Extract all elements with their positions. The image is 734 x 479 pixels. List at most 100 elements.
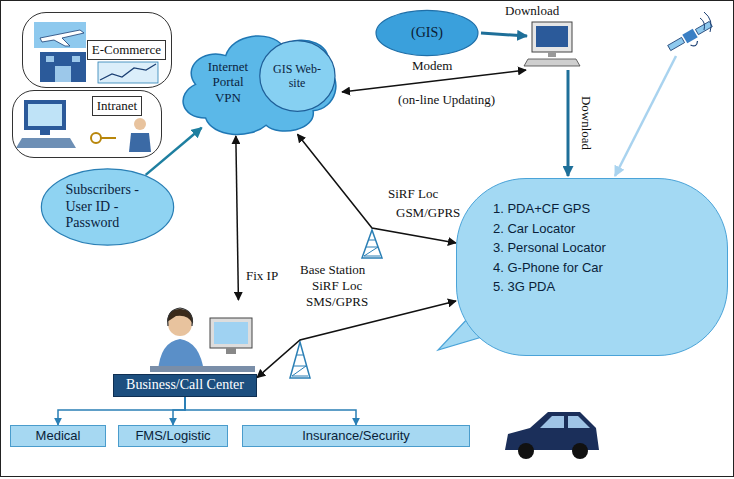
node-label: Internet Portal VPN — [198, 59, 258, 106]
ellipse-shape — [259, 41, 334, 112]
tower-lattice — [296, 355, 304, 356]
annotation-label: (on-line Updating) — [398, 92, 495, 108]
service-box: Medical — [10, 425, 106, 447]
annotation-label: Download — [578, 96, 594, 150]
annotation-label: Base Station — [300, 262, 365, 278]
node-label: Insurance/Security — [302, 428, 410, 444]
ellipse-node: Subscribers -User ID -Password — [40, 168, 175, 246]
download-arrow — [481, 33, 527, 36]
boxed-label: Intranet — [92, 96, 142, 116]
connector — [146, 128, 202, 175]
chart-line — [100, 64, 156, 80]
connector — [236, 136, 239, 300]
tower-lattice — [368, 240, 376, 241]
cloud-shape — [183, 36, 336, 135]
boxed-label: E-Commerce — [87, 40, 166, 60]
computer-screen — [536, 26, 568, 47]
signal-arc — [700, 18, 705, 30]
node-label: GIS Web-site — [269, 62, 325, 91]
node-label: FMS/Logistic — [135, 428, 210, 444]
tower-frame — [362, 230, 382, 258]
tower-frame — [290, 342, 310, 378]
satellite-signal — [615, 56, 676, 176]
car-icon — [505, 412, 599, 450]
person-head — [134, 118, 146, 130]
computer-keyboard — [524, 59, 580, 66]
signal-arc — [704, 12, 711, 32]
tower-lattice — [364, 247, 380, 256]
annotation-label: GSM/GPRS — [396, 205, 460, 221]
connector — [297, 134, 456, 243]
call-center-screen — [214, 322, 248, 344]
service-box: Insurance/Security — [242, 425, 470, 447]
antenna-tower — [290, 342, 310, 378]
car-window — [568, 416, 590, 428]
building-icon — [40, 52, 86, 82]
building-window — [72, 56, 80, 62]
download-arrow — [567, 70, 570, 176]
computer-monitor — [532, 22, 572, 52]
modem-arrow — [342, 70, 526, 92]
callout-bubble: E-Commerce — [22, 12, 172, 88]
antenna-tower — [362, 230, 382, 258]
satellite-panel — [668, 37, 685, 50]
annotation-label: SMS/GPRS — [306, 294, 368, 310]
car-wheel — [518, 443, 534, 459]
connector-label: Fix IP — [244, 268, 280, 284]
node-label: Medical — [36, 428, 81, 444]
person-body — [129, 133, 151, 152]
ellipse-node: GIS Web-site — [259, 40, 336, 112]
callout-bubble: Intranet — [12, 90, 162, 158]
sky-picture — [34, 22, 86, 48]
band-label: Business/Call Center — [113, 374, 257, 397]
monitor-icon — [24, 100, 66, 130]
car-window — [540, 416, 564, 428]
annotation-label: SiRF Loc — [388, 186, 438, 202]
monitor-screen — [28, 104, 62, 126]
chart-icon — [98, 62, 158, 83]
node-label: 1. PDA+CF GPS — [493, 201, 590, 217]
cloud-node: Internet Portal VPN GIS Web-site — [172, 22, 340, 142]
connector — [58, 397, 185, 425]
annotation-label: Download — [505, 3, 559, 19]
building-window — [46, 56, 54, 62]
call-center-node: Business/Call Center — [113, 300, 257, 397]
airplane-icon — [40, 30, 84, 46]
node-label: 5. 3G PDA — [493, 279, 555, 295]
building-door — [55, 66, 71, 82]
annotation-label: Modem — [412, 58, 452, 74]
node-label: 2. Car Locator — [493, 221, 575, 237]
connector — [185, 397, 356, 425]
tower-lattice — [292, 366, 308, 376]
device-bubble: 1. PDA+CF GPS 2. Car Locator 3. Personal L… — [456, 178, 728, 356]
key-icon — [101, 137, 116, 139]
operator-hair — [167, 309, 193, 324]
monitor-stand — [40, 130, 50, 135]
connector — [257, 301, 456, 378]
satellite-dish — [691, 41, 699, 48]
node-label: (GIS) — [411, 25, 443, 42]
ellipse-shape — [41, 169, 173, 245]
annotation-label: SiRF Loc — [312, 278, 362, 294]
node-label: Subscribers -User ID -Password — [66, 182, 150, 232]
ellipse-node: (GIS) — [375, 10, 479, 56]
connector — [173, 397, 185, 425]
keyboard-icon — [16, 138, 76, 148]
computer-stand — [548, 52, 556, 57]
operator-headset — [168, 308, 193, 326]
satellite-icon — [667, 20, 717, 58]
ellipse-shape — [376, 10, 478, 55]
car-wheel — [572, 443, 588, 459]
key-icon — [91, 133, 101, 143]
desk — [150, 366, 255, 372]
service-box: FMS/Logistic — [118, 425, 228, 447]
monitor-stand — [226, 348, 236, 354]
satellite-body — [682, 29, 697, 44]
node-label: 3. Personal Locator — [493, 240, 606, 256]
call-center-monitor — [210, 318, 252, 348]
node-label: 4. G-Phone for Car — [493, 260, 603, 276]
